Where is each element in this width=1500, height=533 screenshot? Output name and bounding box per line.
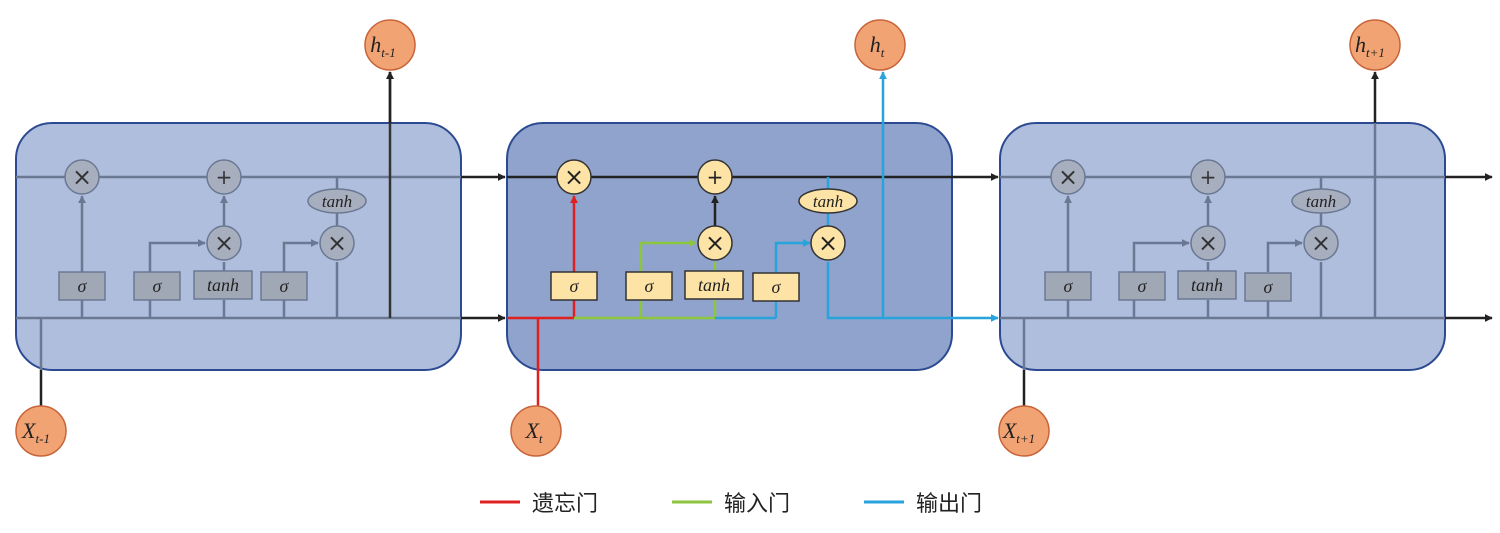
cell-current-multiply-forget: × — [556, 159, 592, 195]
multiply-icon: × — [1311, 229, 1331, 257]
cell-prev-lines — [16, 71, 461, 370]
cell-next-add: + — [1190, 159, 1226, 195]
cell-prev-sigma-output: σ — [260, 271, 308, 301]
cell-next-sigma-forget: σ — [1044, 271, 1092, 301]
add-icon: + — [707, 165, 724, 189]
svg-text:Xt-1: Xt-1 — [21, 418, 50, 446]
cell-next-multiply-output: × — [1303, 225, 1339, 261]
sigma-label: σ — [772, 277, 782, 297]
legend-label: 输出门 — [916, 492, 982, 517]
cell-current-sigma-output: σ — [752, 272, 800, 302]
svg-text:Xt: Xt — [524, 418, 542, 446]
legend-label: 输入门 — [724, 492, 790, 517]
node-h-next: ht+1 — [1349, 19, 1401, 71]
svg-text:ht: ht — [870, 32, 885, 60]
multiply-icon: × — [214, 229, 234, 257]
sigma-label: σ — [280, 276, 290, 296]
node-base: h — [870, 32, 881, 57]
add-icon: + — [1200, 165, 1217, 189]
sigma-label: σ — [570, 276, 580, 296]
node-sub: t — [881, 45, 885, 60]
tanh-label: tanh — [207, 275, 239, 295]
multiply-icon: × — [327, 229, 347, 257]
cell-prev-sigma-input: σ — [133, 271, 181, 301]
cell-prev-multiply-input: × — [206, 225, 242, 261]
cell-current-add: + — [697, 159, 733, 195]
output-gate-path — [715, 71, 952, 320]
cell-prev-add: + — [206, 159, 242, 195]
multiply-icon: × — [705, 229, 725, 257]
node-x-prev: Xt-1 — [15, 405, 67, 457]
node-base: h — [370, 32, 381, 57]
cell-current-sigma-forget: σ — [550, 271, 598, 301]
node-sub: t-1 — [36, 431, 50, 446]
forget-gate-path — [507, 195, 578, 408]
add-icon: + — [216, 165, 233, 189]
multiply-icon: × — [1058, 163, 1078, 191]
cell-prev-tanh-state: tanh — [307, 188, 367, 214]
sigma-label: σ — [1138, 276, 1148, 296]
svg-text:ht+1: ht+1 — [1355, 32, 1385, 60]
node-sub: t — [539, 431, 543, 446]
cell-next-lines — [1000, 123, 1445, 370]
node-x-current: Xt — [510, 405, 562, 457]
cell-next-sigma-output: σ — [1244, 272, 1292, 302]
node-base: X — [1002, 418, 1018, 443]
cell-prev-multiply-forget: × — [64, 159, 100, 195]
cell-next-tanh-candidate: tanh — [1177, 270, 1237, 300]
cell-prev-tanh-candidate: tanh — [193, 270, 253, 300]
svg-text:Xt+1: Xt+1 — [1002, 418, 1035, 446]
multiply-icon: × — [564, 163, 584, 191]
input-gate-path — [574, 239, 717, 320]
cell-next-multiply-input: × — [1190, 225, 1226, 261]
tanh-label: tanh — [813, 192, 843, 211]
tanh-label: tanh — [322, 192, 352, 211]
cell-current-multiply-input: × — [697, 225, 733, 261]
legend-item-output: 输出门 — [864, 492, 982, 517]
tanh-label: tanh — [1191, 275, 1223, 295]
sigma-label: σ — [1064, 276, 1074, 296]
legend-label: 遗忘门 — [532, 492, 598, 517]
node-base: X — [21, 418, 37, 443]
sigma-label: σ — [78, 276, 88, 296]
multiply-icon: × — [818, 229, 838, 257]
cell-current-tanh-candidate: tanh — [684, 270, 744, 300]
cell-current-state-line — [507, 175, 952, 226]
tanh-label: tanh — [698, 275, 730, 295]
node-x-next: Xt+1 — [998, 405, 1050, 457]
multiply-icon: × — [72, 163, 92, 191]
sigma-label: σ — [1264, 277, 1274, 297]
legend: 遗忘门 输入门 输出门 — [480, 492, 982, 517]
sigma-label: σ — [153, 276, 163, 296]
legend-item-forget: 遗忘门 — [480, 492, 598, 517]
node-base: h — [1355, 32, 1366, 57]
svg-text:ht-1: ht-1 — [370, 32, 395, 60]
node-sub: t+1 — [1016, 431, 1035, 446]
cell-next-sigma-input: σ — [1118, 271, 1166, 301]
cell-prev-sigma-forget: σ — [58, 271, 106, 301]
node-sub: t-1 — [381, 45, 395, 60]
cell-current-tanh-state: tanh — [798, 188, 858, 214]
cell-current-multiply-output: × — [810, 225, 846, 261]
node-h-current: ht — [854, 19, 906, 71]
cell-prev-multiply-output: × — [319, 225, 355, 261]
node-h-prev: ht-1 — [364, 19, 416, 71]
sigma-label: σ — [645, 276, 655, 296]
legend-item-input: 输入门 — [672, 492, 790, 517]
cell-next-tanh-state: tanh — [1291, 188, 1351, 214]
cell-next-multiply-forget: × — [1050, 159, 1086, 195]
tanh-label: tanh — [1306, 192, 1336, 211]
cell-current-sigma-input: σ — [625, 271, 673, 301]
node-sub: t+1 — [1366, 45, 1385, 60]
node-base: X — [524, 418, 540, 443]
multiply-icon: × — [1198, 229, 1218, 257]
